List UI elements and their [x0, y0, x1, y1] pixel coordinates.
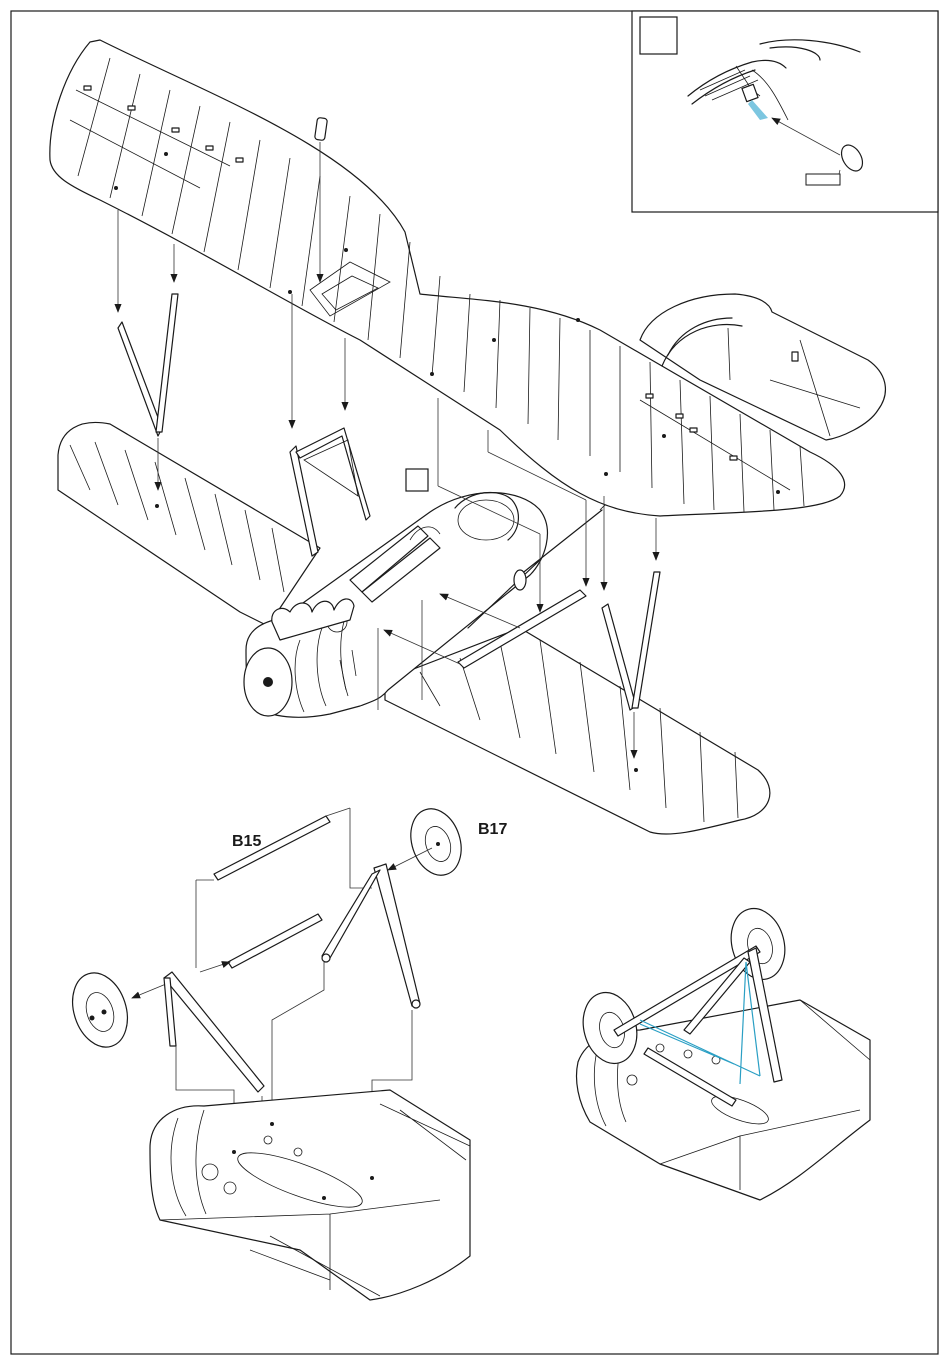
lower-wing-right — [385, 628, 770, 834]
cabane-fitting-part — [315, 117, 328, 140]
detail-inset — [632, 11, 938, 212]
undercarriage-finished — [576, 902, 870, 1200]
inset-frame — [632, 11, 938, 212]
axle-part-lower — [228, 914, 322, 968]
fuselage-step-box — [406, 469, 428, 491]
label-b15: B15 — [232, 833, 261, 850]
undercarriage-exploded: B15 B17 — [64, 802, 508, 1300]
inset-step-box — [640, 17, 677, 54]
wheel-right — [403, 802, 470, 882]
wheel-left — [64, 966, 137, 1054]
label-b17: B17 — [478, 821, 507, 838]
lower-wing-left — [58, 422, 320, 626]
fuselage-underside — [150, 1090, 470, 1300]
inset-part-tag — [806, 174, 840, 185]
